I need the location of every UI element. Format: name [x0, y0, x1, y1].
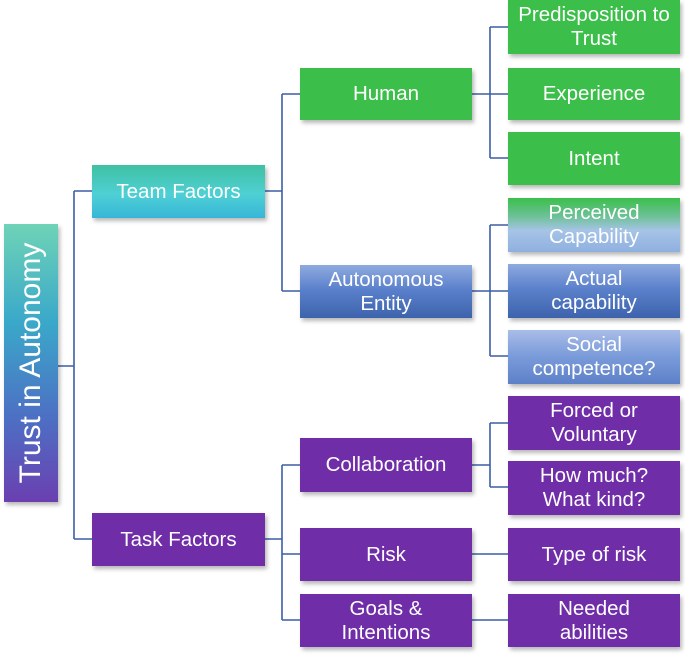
- node-actual-capability: Actual capability: [508, 264, 680, 318]
- node-intent: Intent: [508, 132, 680, 185]
- node-needed-abilities: Needed abilities: [508, 594, 680, 647]
- node-team-factors: Team Factors: [92, 165, 265, 218]
- node-collaboration: Collaboration: [300, 438, 472, 492]
- connector-task: [265, 464, 300, 621]
- node-risk: Risk: [300, 528, 472, 581]
- root-label: Trust in Autonomy: [14, 242, 47, 484]
- node-forced-or-voluntary: Forced or Voluntary: [508, 396, 680, 450]
- connector-auto: [472, 224, 508, 357]
- node-experience: Experience: [508, 68, 680, 120]
- node-perceived-capability: Perceived Capability: [508, 198, 680, 252]
- connector-team: [265, 93, 300, 292]
- node-how-much-what-kind: How much? What kind?: [508, 461, 680, 515]
- root-node-trust-in-autonomy: Trust in Autonomy: [4, 224, 58, 502]
- connector-collab: [472, 422, 508, 488]
- node-goals-intentions: Goals & Intentions: [300, 594, 472, 647]
- node-autonomous-entity: Autonomous Entity: [300, 265, 472, 318]
- node-human: Human: [300, 68, 472, 120]
- node-social-competence: Social competence?: [508, 330, 680, 384]
- node-type-of-risk: Type of risk: [508, 528, 680, 581]
- connector-root: [58, 190, 92, 540]
- node-predisposition-to-trust: Predisposition to Trust: [508, 0, 680, 54]
- connector-human: [472, 26, 508, 159]
- node-task-factors: Task Factors: [92, 513, 265, 566]
